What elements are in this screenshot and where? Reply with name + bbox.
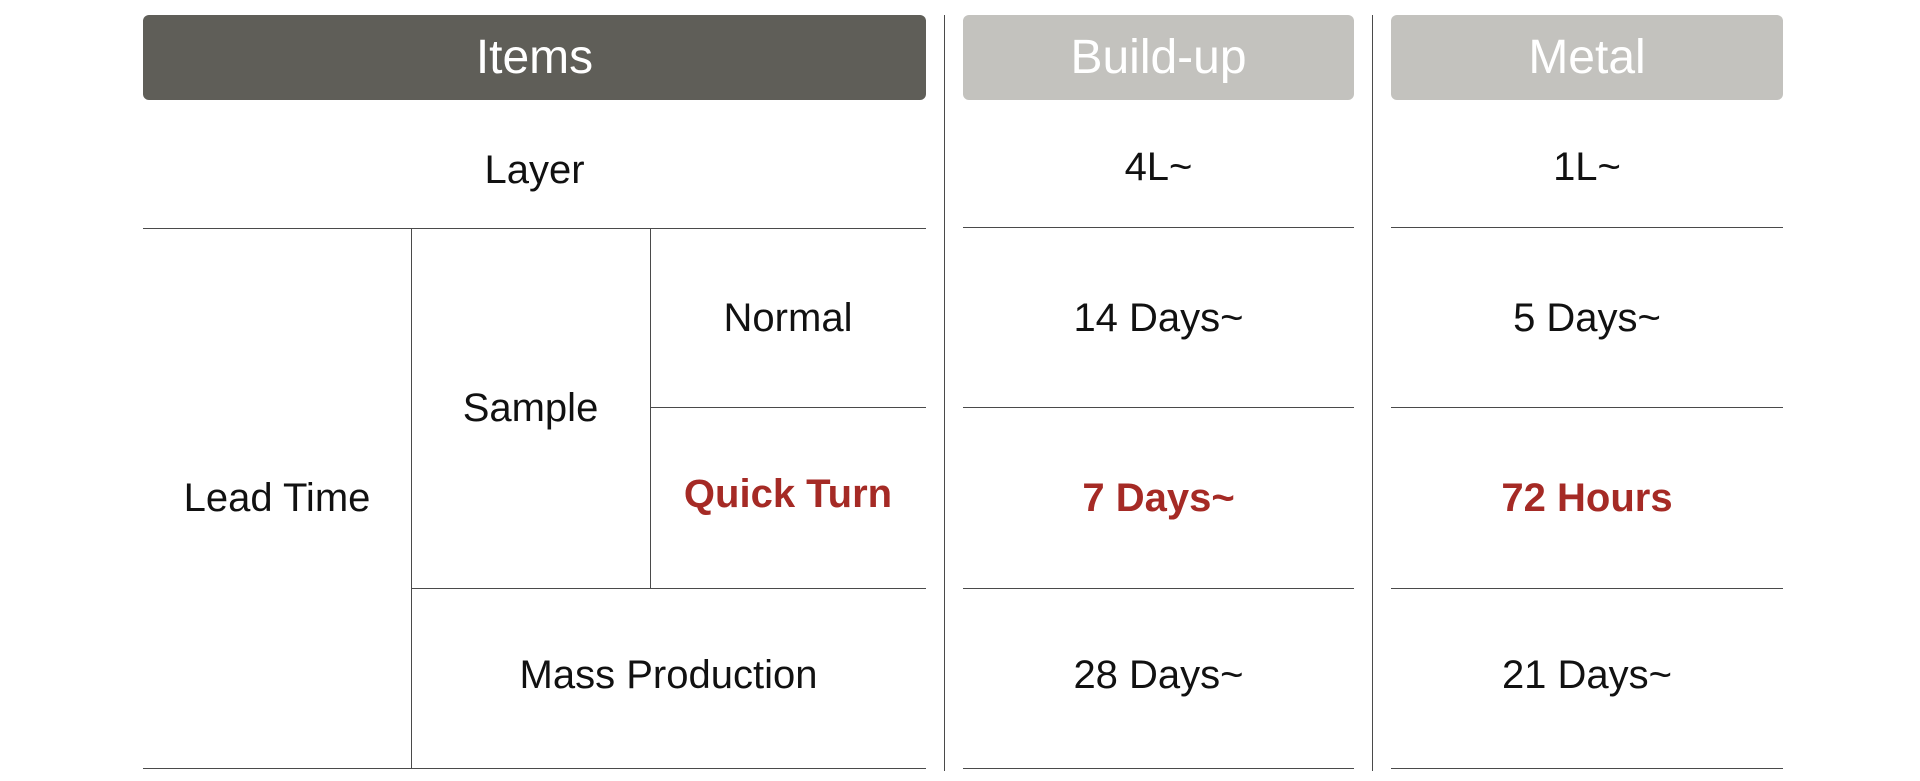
- divider-leadtime: [411, 228, 412, 769]
- metal-divider-4: [1391, 768, 1783, 769]
- buildup-divider-4: [963, 768, 1354, 769]
- metal-mass-production-value: 21 Days~: [1501, 652, 1673, 697]
- row-divider-sample: [411, 588, 926, 589]
- metal-divider-3: [1391, 588, 1783, 589]
- metal-layer-value: 1L~: [1553, 144, 1621, 189]
- buildup-divider-3: [963, 588, 1354, 589]
- header-items-label: Items: [475, 31, 594, 84]
- metal-quick-turn-value: 72 Hours: [1501, 475, 1673, 520]
- header-metal-label: Metal: [1528, 31, 1646, 84]
- metal-divider-1: [1391, 227, 1783, 228]
- divider-sample: [650, 228, 651, 588]
- buildup-normal-value: 14 Days~: [1073, 295, 1244, 340]
- row-divider-normal: [650, 407, 926, 408]
- header-buildup-label: Build-up: [1070, 31, 1247, 84]
- buildup-divider-2: [963, 407, 1354, 408]
- sample-label: Sample: [462, 385, 599, 430]
- metal-divider-2: [1391, 407, 1783, 408]
- mass-production-label: Mass Production: [519, 652, 818, 697]
- buildup-layer-value: 4L~: [1124, 144, 1193, 189]
- normal-label: Normal: [723, 295, 853, 340]
- layer-label: Layer: [484, 147, 585, 192]
- row-divider-bottom: [143, 768, 926, 769]
- column-divider-buildup-metal: [1372, 15, 1373, 771]
- lead-time-label: Lead Time: [183, 475, 371, 520]
- header-items: Items: [143, 15, 926, 100]
- buildup-mass-production-value: 28 Days~: [1073, 652, 1244, 697]
- buildup-quick-turn-value: 7 Days~: [1082, 475, 1235, 520]
- column-divider-items-buildup: [944, 15, 945, 771]
- row-divider-layer: [143, 228, 926, 229]
- header-metal: Metal: [1391, 15, 1783, 100]
- quick-turn-label: Quick Turn: [683, 471, 893, 516]
- metal-normal-value: 5 Days~: [1513, 295, 1661, 340]
- header-buildup: Build-up: [963, 15, 1354, 100]
- buildup-divider-1: [963, 227, 1354, 228]
